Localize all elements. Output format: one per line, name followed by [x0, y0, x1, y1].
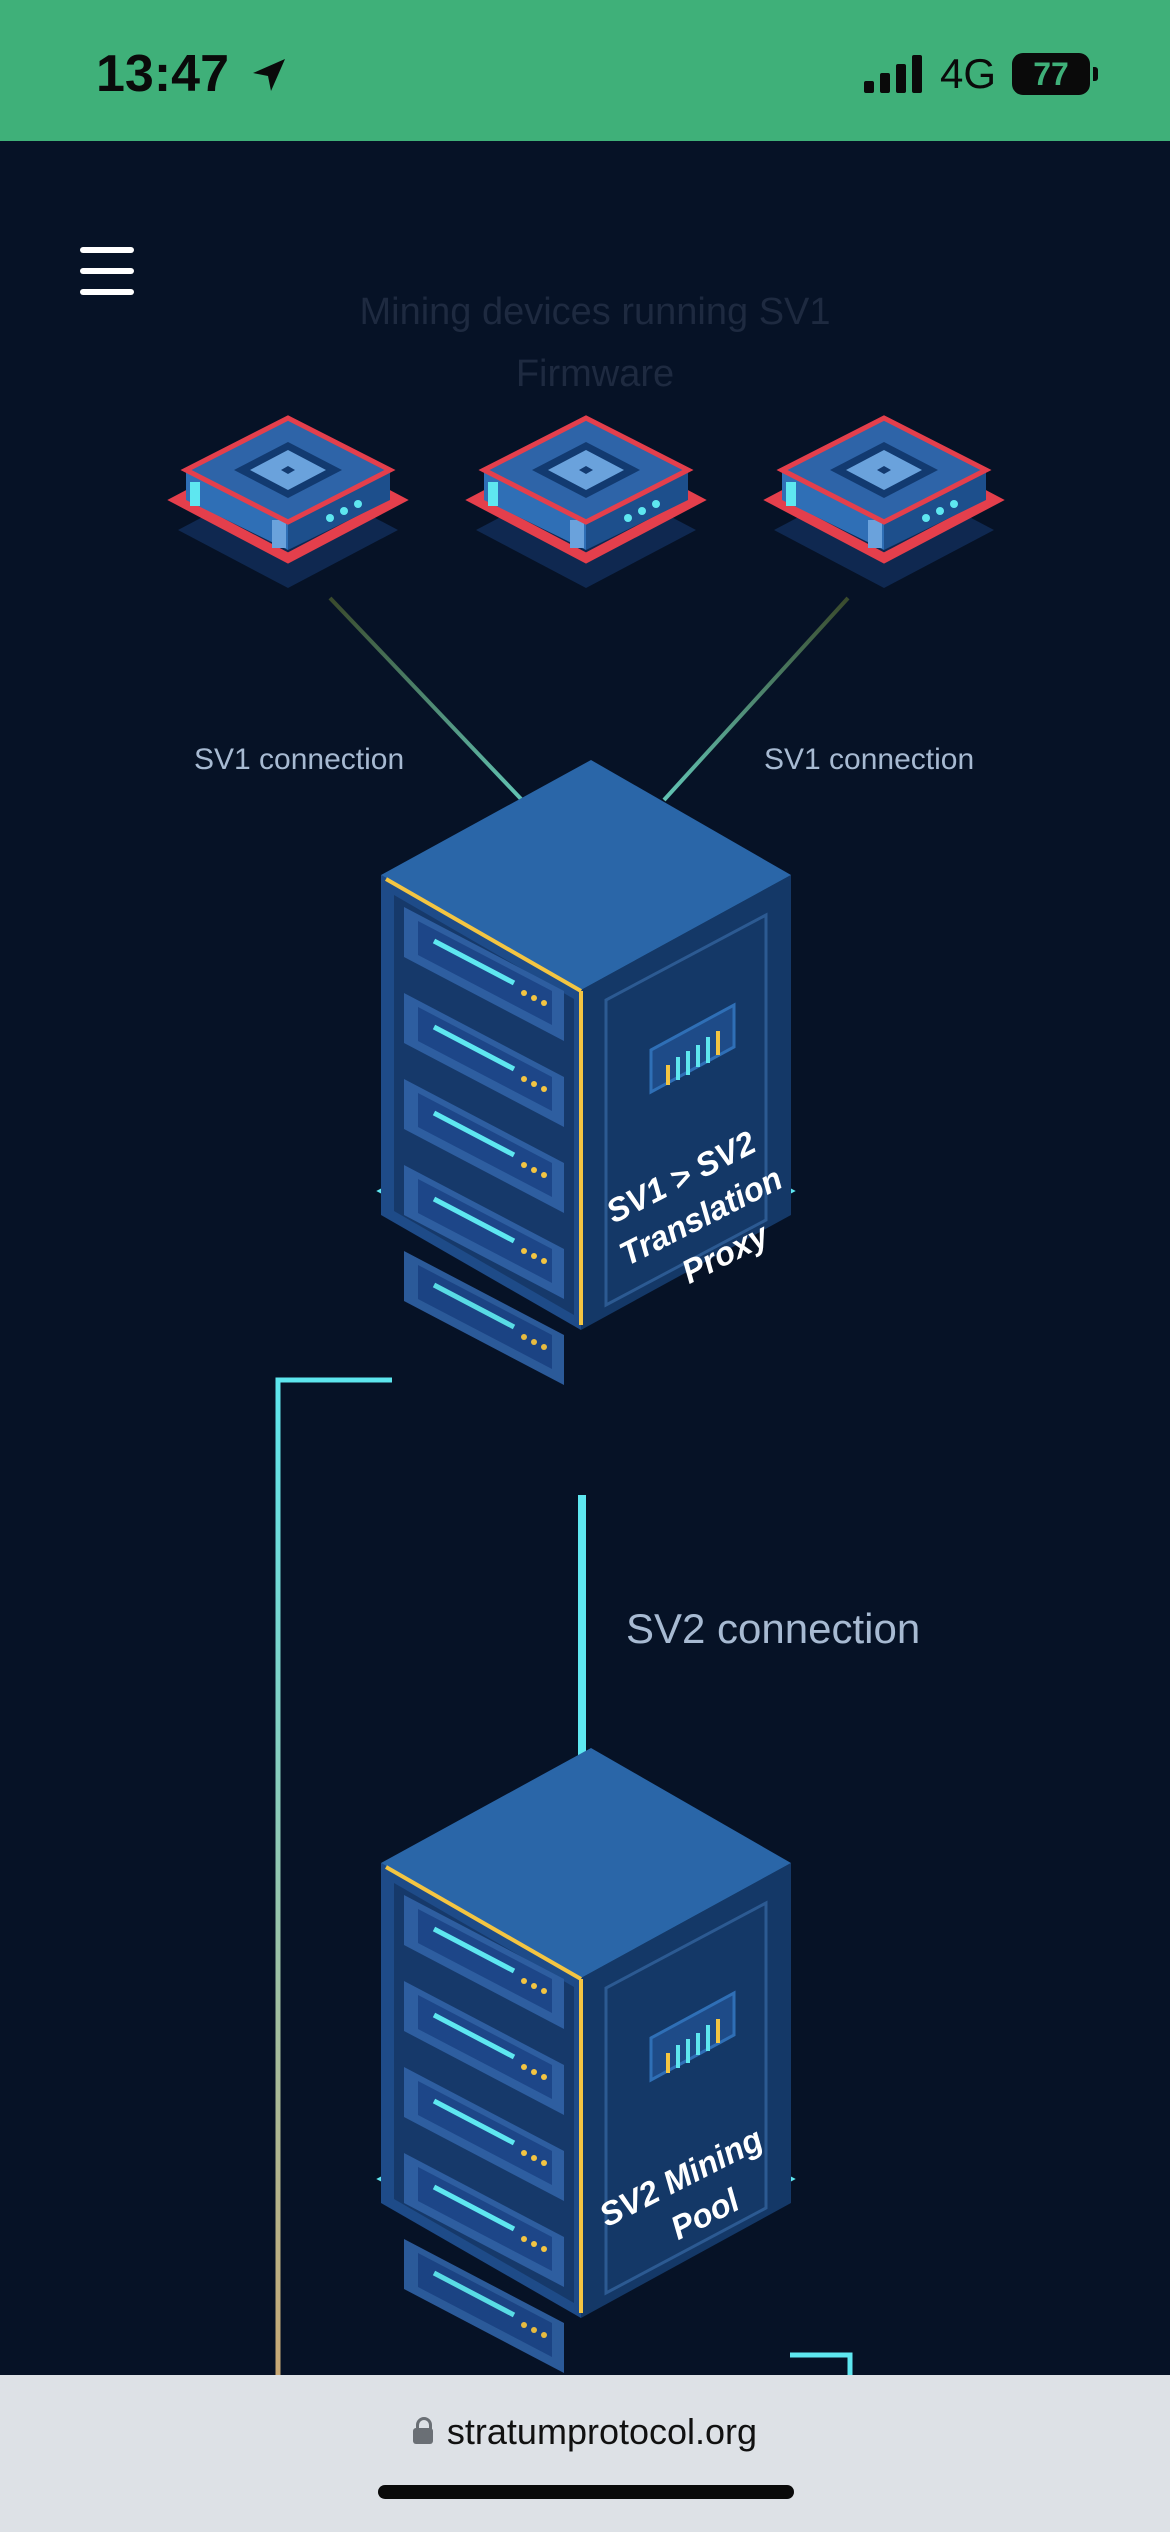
status-bar: 13:47 4G 77 [0, 0, 1170, 141]
address-bar[interactable]: stratumprotocol.org [0, 2411, 1170, 2453]
location-arrow-icon [253, 59, 286, 91]
left-outer-line [275, 1377, 392, 2375]
network-type: 4G [939, 50, 996, 97]
hamburger-menu-icon[interactable] [80, 247, 134, 295]
proxy-server [381, 760, 791, 1385]
stratum-diagram: SV1 > SV2 Translation Proxy SV2 Mining P… [0, 141, 1170, 2375]
sv1-line-left [328, 596, 524, 802]
lock-icon [412, 2417, 433, 2444]
miner-device-2 [476, 418, 696, 588]
browser-bottom-bar: stratumprotocol.org [0, 2375, 1170, 2532]
miner-device-1 [178, 418, 398, 588]
diagram-title: Mining devices running SV1 Firmware [359, 291, 831, 395]
signal-bars-icon [863, 55, 922, 93]
page-content: SV1 > SV2 Translation Proxy SV2 Mining P… [0, 141, 1170, 2375]
sv1-line-right [662, 596, 850, 802]
battery-icon: 77 [1012, 53, 1098, 95]
status-time: 13:47 [96, 44, 289, 104]
pool-server [381, 1748, 791, 2373]
home-indicator[interactable] [378, 2485, 794, 2499]
sv1-connection-label-left: SV1 connection [194, 743, 405, 776]
url-text: stratumprotocol.org [446, 2411, 758, 2452]
right-outer-line [790, 2352, 853, 2375]
sv1-connection-label-right: SV1 connection [764, 743, 975, 776]
miner-device-3 [774, 418, 994, 588]
status-indicators: 4G 77 [863, 50, 1098, 98]
battery-level: 77 [1033, 55, 1069, 92]
sv2-connection-label: SV2 connection [626, 1605, 921, 1652]
